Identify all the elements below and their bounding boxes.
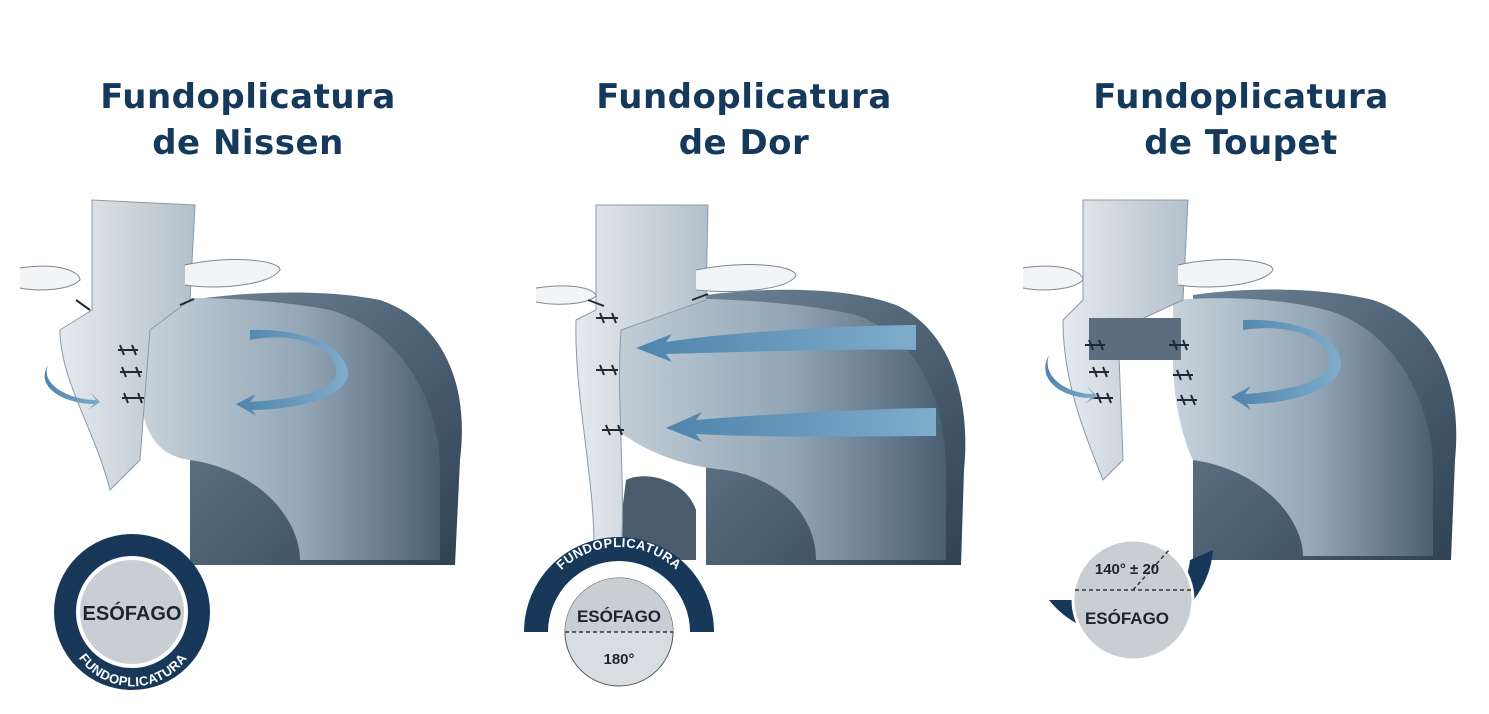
dor-angle-label: 180° [603, 651, 634, 668]
nissen-illustration: ESÓFAGO FUNDOPLICATURA [19, 199, 462, 690]
title-line1: Fundoplicatura [596, 77, 892, 117]
wrap-arrows [636, 325, 936, 442]
panel-toupet: Fundoplicatura de Toupet [993, 0, 1489, 714]
nissen-eso-label: ESÓFAGO [83, 601, 182, 625]
title-line1: Fundoplicatura [100, 77, 396, 117]
dor-illustration: ESÓFAGO 180° FUNDOPLICATURA [524, 204, 966, 687]
title-line2: de Dor [678, 123, 810, 163]
panel-dor: Fundoplicatura de Dor ESÓFA [496, 0, 992, 714]
stomach-body [1173, 289, 1457, 560]
title-dor: Fundoplicatura de Dor [496, 74, 992, 166]
stomach-body [140, 292, 462, 565]
title-line2: de Nissen [152, 123, 344, 163]
cross-section-toupet: 140° ± 20 ESÓFAGO FUNDOPLICATURA [1049, 538, 1213, 677]
cross-section-dor: ESÓFAGO 180° FUNDOPLICATURA [524, 535, 714, 687]
toupet-illustration: 140° ± 20 ESÓFAGO FUNDOPLICATURA [1022, 199, 1457, 677]
sutures [587, 293, 709, 436]
dor-eso-label: ESÓFAGO [577, 607, 661, 626]
panel-nissen: Fundoplicatura de Nissen ESÓFAGO [0, 0, 496, 714]
sutures [75, 298, 195, 404]
title-toupet: Fundoplicatura de Toupet [993, 74, 1489, 166]
wrap-arrows [1045, 319, 1342, 410]
sutures [1085, 339, 1197, 406]
toupet-angle-label: 140° ± 20 [1095, 561, 1159, 578]
title-line2: de Toupet [1144, 123, 1338, 163]
title-line1: Fundoplicatura [1093, 77, 1389, 117]
cross-section-nissen: ESÓFAGO FUNDOPLICATURA [54, 534, 210, 690]
wrap-arrows [44, 329, 349, 416]
esophagus-tube [19, 199, 281, 491]
toupet-eso-label: ESÓFAGO [1085, 609, 1169, 628]
title-nissen: Fundoplicatura de Nissen [0, 74, 496, 166]
esophagus-tube [1022, 199, 1274, 481]
